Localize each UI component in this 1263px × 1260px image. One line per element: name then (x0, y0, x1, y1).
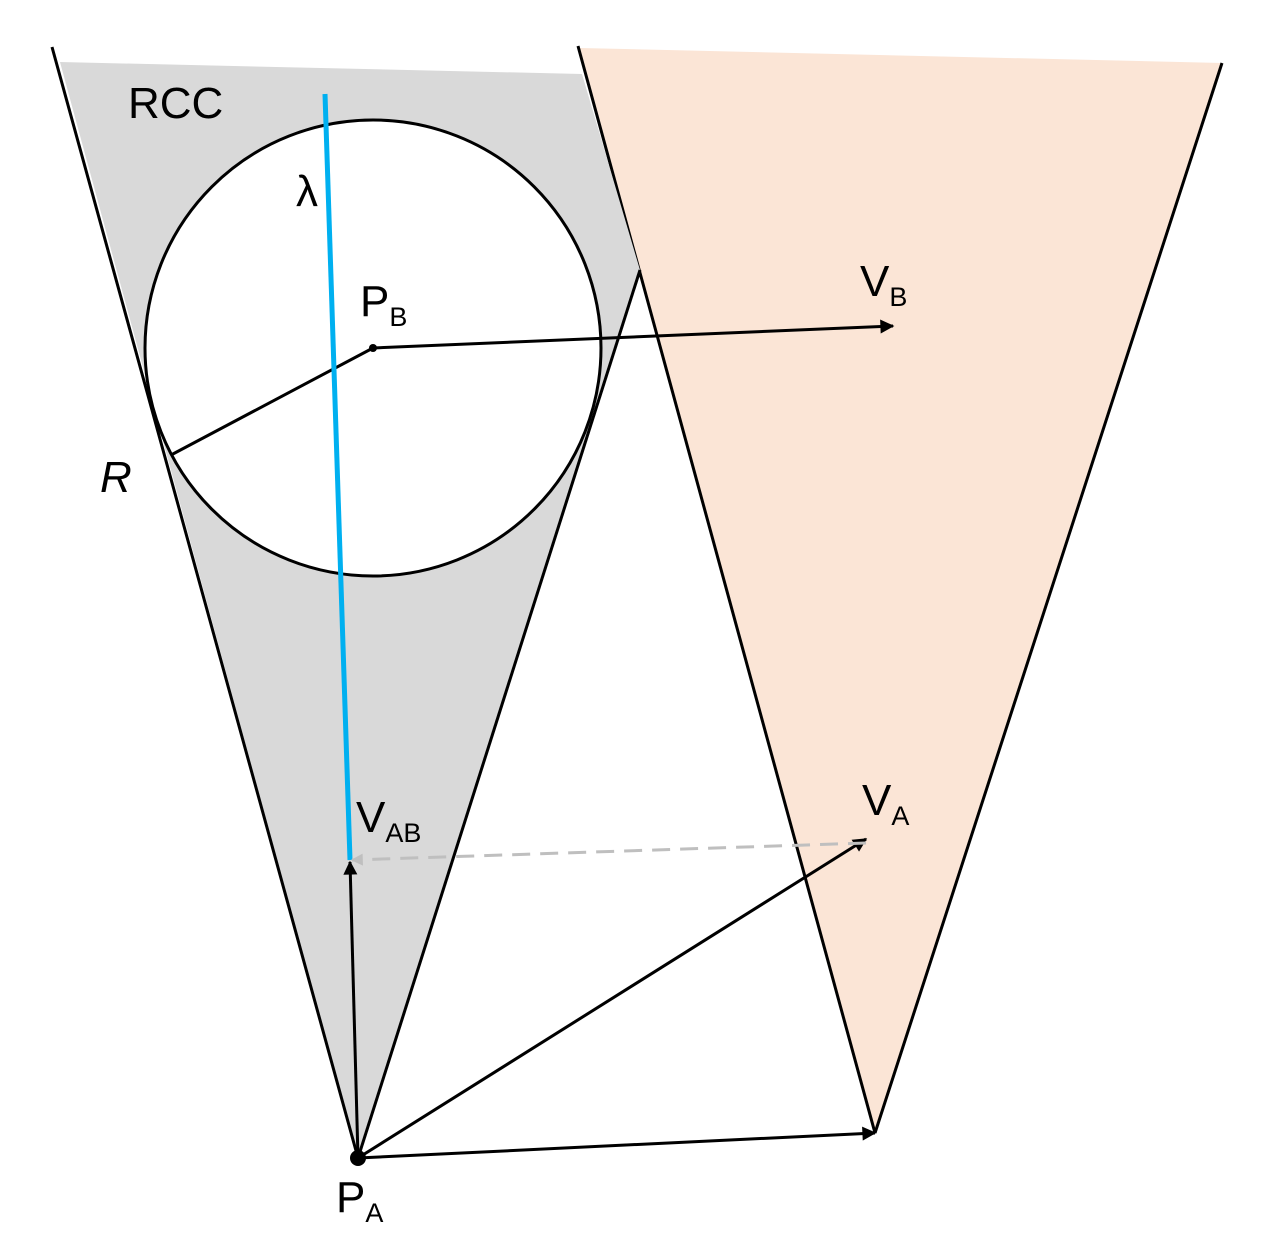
v-b-label-sub: B (889, 282, 907, 312)
v-ab-arrow (343, 860, 360, 1159)
p-b-point (369, 344, 377, 352)
v-b-label-main: V (860, 257, 890, 306)
v-b-offset-arrow (357, 1126, 877, 1160)
v-ab-label-sub: AB (385, 818, 421, 848)
v-a-arrow (357, 837, 868, 1160)
p-a-label-main: P (336, 1173, 365, 1222)
p-b-label: PB (360, 277, 407, 332)
velocity-obstacle-cone (580, 48, 1222, 1133)
v-a-label-sub: A (891, 801, 909, 831)
v-b-arrow (372, 319, 895, 350)
v-a-to-v-ab-dashed-arrow (350, 841, 867, 866)
rcc-left-edge (50, 46, 360, 1159)
lambda-label: λ (296, 167, 318, 216)
v-a-label-main: V (862, 776, 892, 825)
cone-right-edge (873, 62, 1224, 1134)
rcc-right-edge (356, 269, 642, 1159)
radius-label: R (100, 453, 132, 502)
v-ab-label: VAB (356, 793, 421, 848)
cone-left-edge (576, 45, 877, 1134)
lambda-line (322, 93, 353, 861)
p-b-label-main: P (360, 277, 389, 326)
p-a-point (350, 1150, 366, 1166)
p-b-label-sub: B (389, 302, 407, 332)
radius-line (170, 346, 374, 457)
rcc-label: RCC (128, 79, 223, 128)
v-b-label: VB (860, 257, 907, 312)
p-a-label: PA (336, 1173, 383, 1228)
p-a-label-sub: A (365, 1198, 383, 1228)
v-ab-label-main: V (356, 793, 386, 842)
v-a-label: VA (862, 776, 909, 831)
